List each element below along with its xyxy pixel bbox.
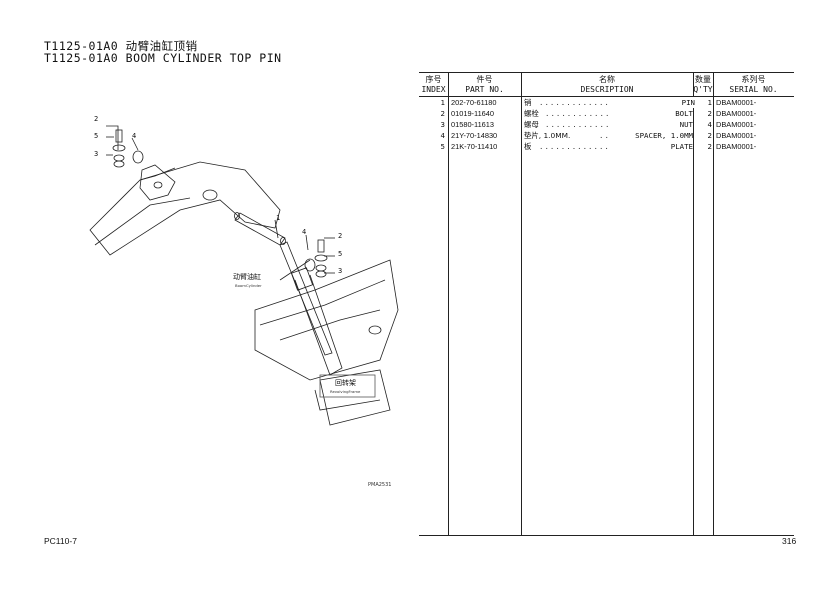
header-serial: 系列号 SERIAL NO. bbox=[729, 75, 778, 94]
callout-left-3: 3 bbox=[94, 150, 99, 158]
page-number: 316 bbox=[782, 536, 797, 546]
callout-left-5: 5 bbox=[94, 132, 99, 140]
table-row: 5 21K-70-11410 板 .......................… bbox=[440, 141, 757, 152]
callout-right-3: 3 bbox=[338, 267, 343, 275]
boom-cylinder-label-en: BoomCylinder bbox=[235, 283, 262, 288]
header-part-no: 件号 PART NO. bbox=[465, 75, 504, 94]
header-qty: 数量 Q'TY bbox=[693, 75, 713, 94]
header-description: 名称 DESCRIPTION bbox=[580, 75, 634, 94]
revolving-frame-label-cn: 回转架 bbox=[335, 379, 356, 387]
page-title-english: T1125-01A0 BOOM CYLINDER TOP PIN bbox=[44, 51, 282, 65]
table-row: 2 01019-11640 螺栓 .......................… bbox=[440, 108, 757, 119]
exploded-view-diagram: 2 5 4 3 1 4 2 5 3 动臂油缸 BoomCylinder 回转架 … bbox=[80, 110, 410, 500]
parts-table: 序号 INDEX 件号 PART NO. 名称 DESCRIPTION 数量 Q… bbox=[419, 72, 794, 536]
table-row: 3 01580-11613 螺母 .......................… bbox=[440, 119, 757, 130]
table-row: 4 21Y-70-14830 垫片, 1.0MM. ........... SP… bbox=[440, 130, 757, 141]
header-index: 序号 INDEX bbox=[421, 75, 446, 94]
boom-cylinder-label-cn: 动臂油缸 bbox=[233, 273, 261, 281]
callout-right-2: 2 bbox=[338, 232, 343, 240]
callout-left-2: 2 bbox=[94, 115, 99, 123]
drawing-code: PMA2531 bbox=[368, 482, 392, 488]
page-title-chinese: T1125-01A0 动臂油缸顶销 bbox=[44, 39, 198, 53]
callout-right-1: 1 bbox=[276, 214, 281, 222]
model-number: PC110-7 bbox=[44, 536, 77, 546]
callout-right-4: 4 bbox=[302, 228, 307, 236]
callout-right-5: 5 bbox=[338, 250, 343, 258]
revolving-frame-label-en: RevolvingFrame bbox=[330, 389, 361, 394]
table-row: 1 202-70-61180 销 .......................… bbox=[440, 97, 757, 108]
callout-left-4: 4 bbox=[132, 132, 137, 140]
diagram-drawing bbox=[89, 125, 399, 426]
